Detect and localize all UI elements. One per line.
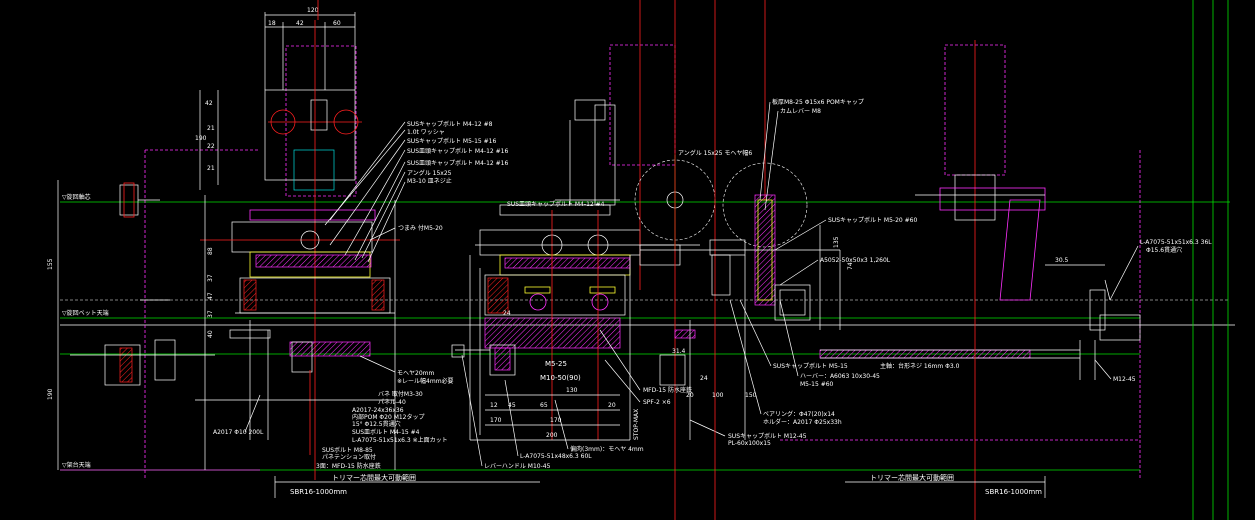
left-rail-label: SBR16-1000mm (290, 488, 347, 496)
left-mid-88: 88 (207, 247, 214, 255)
left-top-dim-42: 42 (296, 20, 304, 27)
right-range: トリマー芯間最大可動範囲 SBR16-1000mm (845, 473, 1046, 498)
left-top-dim-60: 60 (333, 20, 341, 27)
left-mid-37b: 37 (207, 310, 214, 318)
left-view: 120 18 42 60 42 21 22 21 190 (47, 7, 406, 480)
left-dim-42: 42 (205, 100, 213, 107)
center-dim-12: 12 (490, 402, 498, 409)
rc-label-0: 板厚M8-25 Φ15x6 POMキャップ (772, 98, 864, 106)
left-label-7: つまみ 付M5-20 (398, 224, 443, 232)
left-lower-labels: モヘヤ20mm ※レール幅4mm必要 バネ 取付M3-30 パネル-40 A20… (213, 355, 454, 470)
left-label-1: 1.0t ワッシャ (407, 129, 445, 136)
rc-label-3: SUSキャップボルト M5-20 #60 (828, 216, 917, 224)
center-label-5: L-A7075-51x48x6.3 60L (520, 453, 592, 460)
center-label-2: SUSキャップボルト M12-45 (728, 432, 807, 440)
center-dim-45: 45 (508, 402, 516, 409)
left-lower-label-3: パネル-40 (378, 399, 406, 406)
rc-label-10: 主軸：台形ネジ 16mm Φ3.0 (880, 362, 960, 370)
center-dim-m10-50: M10-50(90) (540, 374, 581, 382)
rc-label-4: A5052-50x50x3 1,260L (820, 257, 891, 264)
left-label-0: SUSキャップボルト M4-12 #8 (407, 120, 493, 128)
rv-label-1: Φ15.6貫通穴 (1146, 246, 1182, 254)
center-dim-200: 200 (546, 432, 558, 439)
left-dim-155: 155 (47, 258, 54, 270)
left-lower-label-5: 内部POM Φ20 M12タップ (352, 413, 425, 421)
rc-dim-20: 20 (686, 392, 694, 399)
right-center-view: 板厚M8-25 Φ15x6 POMキャップ カムレバー M8 アングル 15x2… (634, 0, 1080, 520)
center-dim-24: 24 (503, 310, 511, 317)
left-dim-22: 22 (207, 143, 215, 150)
center-label-6: レバーハンドル M10-45 (484, 463, 551, 470)
left-lower-label-1: ※レール幅4mm必要 (397, 377, 454, 385)
rv-label-2: M12-45 (1113, 376, 1136, 383)
left-top-dim-18: 18 (268, 20, 276, 27)
left-lower-label-8: L-A7075-51x51x6.3 ※上面カット (352, 436, 448, 444)
center-dim-20: 20 (608, 402, 616, 409)
rc-label-6: ハーバー：A6063 10x30-45 (800, 373, 880, 380)
rc-dim-150: 150 (745, 392, 757, 399)
rc-label-2: アングル 15x25 モヘヤ幅6 (678, 149, 752, 157)
rc-label-1: カムレバー M8 (780, 108, 821, 115)
left-label-2: SUSキャップボルト M5-15 #16 (407, 137, 496, 145)
left-lower-label-2: バネ 取付M3-30 (378, 390, 423, 398)
level-markers: ▽旋回軸芯 ▽旋回ベット天端 ▽架台天端 (57, 180, 109, 470)
left-lower-label-10: パネテンション取付 (322, 453, 376, 461)
level-stand-top: ▽架台天端 (62, 461, 91, 469)
left-lower-label-0: モヘヤ20mm (397, 370, 434, 377)
level-rotation-axis: ▽旋回軸芯 (62, 193, 91, 201)
center-dim-130: 130 (566, 387, 578, 394)
left-label-3: SUS皿頭キャップボルト M4-12 #16 (407, 147, 508, 155)
left-lower-label-6: 15° Φ12.5貫通穴 (352, 420, 401, 428)
reference-lines (60, 0, 1235, 520)
left-range: トリマー芯間最大可動範囲 SBR16-1000mm (274, 473, 540, 498)
right-rail-label: SBR16-1000mm (985, 488, 1042, 496)
center-label-1: SPF-2 ×6 (643, 399, 671, 406)
center-label-7: STOP-MAX (633, 409, 640, 440)
rc-dim-100: 100 (712, 392, 724, 399)
center-dim-170: 170 (550, 417, 562, 424)
center-label-3: PL-60x100x15 (728, 440, 771, 447)
left-lower-label-11: 3面：MFD-15 防水座鉄 (316, 462, 381, 470)
center-dim-170b: 170 (490, 417, 502, 424)
left-lower-label-7: SUS皿ボルト M4-15 #4 (352, 428, 420, 436)
left-dim-21: 21 (207, 125, 215, 132)
left-labels: SUSキャップボルト M4-12 #8 1.0t ワッシャ SUSキャップボルト… (398, 120, 508, 232)
left-label-5: アングル 15x25 (407, 169, 452, 177)
rv-label-0: L-A7075-51x51x6.3 36L (1140, 239, 1212, 246)
left-top-dim-120: 120 (307, 7, 319, 14)
left-range-label: トリマー芯間最大可動範囲 (332, 473, 416, 482)
right-view: L-A7075-51x51x6.3 36L Φ15.6貫通穴 M12-45 30… (915, 40, 1212, 520)
left-dim-190: 190 (195, 135, 207, 142)
left-label-4: SUS皿頭キャップボルト M4-12 #16 (407, 159, 508, 167)
level-bed-top: ▽旋回ベット天端 (62, 309, 109, 317)
rc-dim-31: 31.4 (672, 348, 686, 355)
rc-dim-74: 74 (847, 262, 854, 270)
left-label-6: M3-10 皿ネジ止 (407, 177, 452, 185)
center-label-0: MFD-15 防水座鉄 (643, 386, 692, 394)
right-range-label: トリマー芯間最大可動範囲 (870, 473, 954, 482)
left-mid-40: 40 (207, 330, 214, 338)
center-dim-m5-25: M5-25 (545, 360, 567, 368)
center-label-4: 偏肉(3mm)：モヘヤ 4mm (570, 445, 644, 453)
left-dim-190b: 190 (47, 388, 54, 400)
rc-dim-135: 135 (833, 236, 840, 248)
left-mid-47: 47 (207, 292, 214, 300)
rc-dim-24: 24 (700, 375, 708, 382)
left-lower-label-4: A2017-24x36x36 (352, 407, 404, 414)
left-dim-21b: 21 (207, 165, 215, 172)
center-view: 24 12 45 65 130 20 170 200 170 M5-25 M10… (317, 0, 807, 470)
rc-label-9: ホルダー：A2017 Φ25x33h (763, 418, 842, 426)
rc-label-8: ベアリング：Φ47(20)x14 (763, 410, 835, 418)
left-mid-37: 37 (207, 274, 214, 282)
rc-label-5: SUSキャップボルト M5-15 (773, 362, 848, 370)
left-lower-label-9: SUSボルト M8-85 (322, 446, 373, 454)
left-lower-label-12: A2017 Φ10 200L (213, 429, 264, 436)
center-dim-65: 65 (540, 402, 548, 409)
rv-dim-30-5: 30.5 (1055, 257, 1069, 264)
rc-label-7: M5-15 #60 (800, 381, 834, 388)
center-top-label: SUS皿頭キャップボルト M4-12 #4 (507, 200, 605, 208)
